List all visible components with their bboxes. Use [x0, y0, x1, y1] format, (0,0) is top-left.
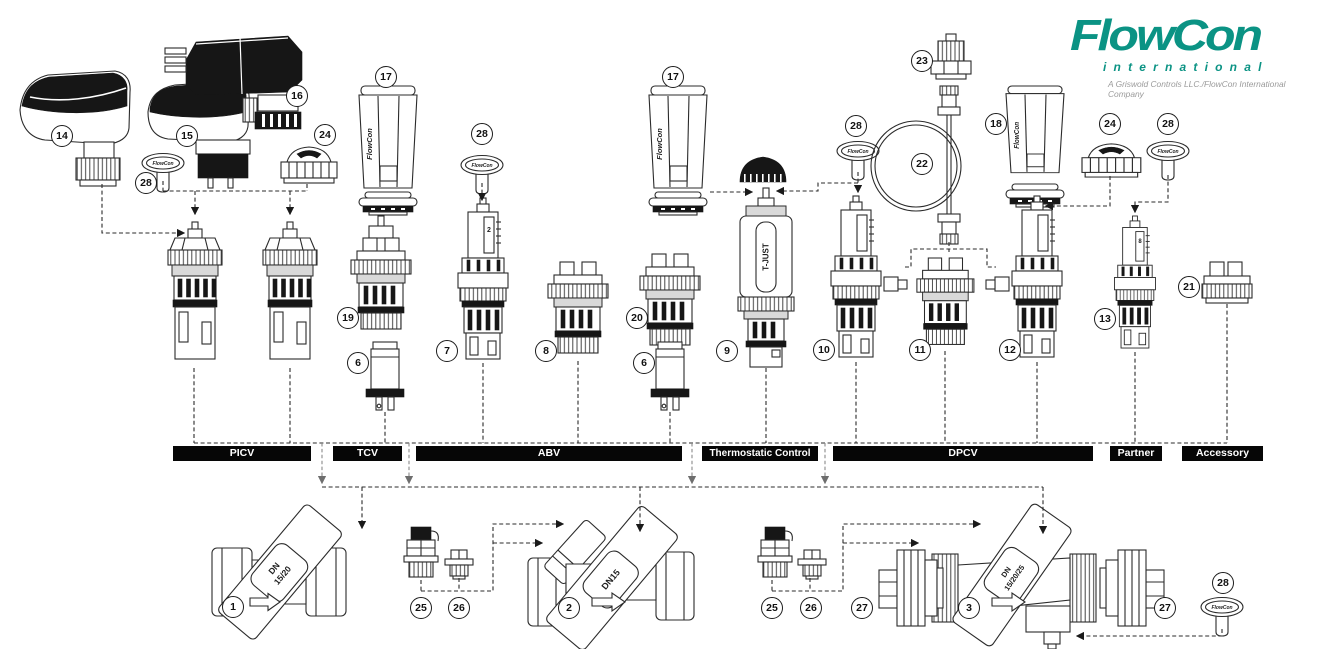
cartridge-7-setting: 2 — [487, 227, 491, 234]
callout-20: 20 — [626, 307, 648, 329]
callout-28b: 28 — [471, 123, 493, 145]
callout-27a: 27 — [851, 597, 873, 619]
flow-arrow-icon — [591, 591, 626, 613]
category-bar-partner: Partner — [1110, 446, 1162, 461]
callout-3: 3 — [958, 597, 980, 619]
category-bar-accessory: Accessory — [1182, 446, 1263, 461]
callout-17b: 17 — [662, 66, 684, 88]
callout-28c: 28 — [845, 115, 867, 137]
callout-21: 21 — [1178, 276, 1200, 298]
callout-10: 10 — [813, 339, 835, 361]
callout-19: 19 — [337, 307, 359, 329]
callout-8: 8 — [535, 340, 557, 362]
fitting-23-drawing — [930, 33, 972, 80]
category-bar-dpcv: DPCV — [833, 446, 1093, 461]
callout-1: 1 — [222, 596, 244, 618]
callout-27b: 27 — [1154, 597, 1176, 619]
callout-24a: 24 — [314, 124, 336, 146]
cartridge-10-port — [883, 276, 908, 292]
category-bar-thermostatic-control: Thermostatic Control — [702, 446, 818, 461]
actuator-16-drawing — [164, 35, 303, 130]
valve-1-drawing: DN 15/20 — [211, 504, 347, 640]
thermostatic-knob-drawing — [739, 156, 787, 183]
callout-18: 18 — [985, 113, 1007, 135]
callout-28e: 28 — [1212, 572, 1234, 594]
flow-arrow-icon — [991, 591, 1026, 613]
callout-26a: 26 — [448, 597, 470, 619]
callout-7: 7 — [436, 340, 458, 362]
callout-23: 23 — [911, 50, 933, 72]
callout-13: 13 — [1094, 308, 1116, 330]
callout-12: 12 — [999, 339, 1021, 361]
callout-28d: 28 — [1157, 113, 1179, 135]
callout-26b: 26 — [800, 597, 822, 619]
callout-15: 15 — [176, 125, 198, 147]
capillary-22-drawing — [870, 85, 962, 245]
callout-25b: 25 — [761, 597, 783, 619]
callout-17a: 17 — [375, 66, 397, 88]
callout-11: 11 — [909, 339, 931, 361]
cartridge-9-tjust-drawing: T-JUST — [737, 187, 795, 368]
flowcon-logo: FlowCon international A Griswold Control… — [1070, 12, 1310, 99]
cartridge-13-setting: 8 — [1138, 239, 1142, 245]
callout-24b: 24 — [1099, 113, 1121, 135]
callout-9: 9 — [716, 340, 738, 362]
callout-6a: 6 — [347, 352, 369, 374]
callout-2: 2 — [558, 597, 580, 619]
valve-2-drawing: DN15 — [527, 505, 695, 649]
flowcon-logo-tagline: A Griswold Controls LLC./FlowCon Interna… — [1108, 79, 1286, 99]
category-bar-picv: PICV — [173, 446, 311, 461]
callout-22: 22 — [911, 153, 933, 175]
flow-arrow-icon — [249, 592, 281, 612]
tjust-label: T-JUST — [762, 243, 771, 271]
callout-28a: 28 — [135, 172, 157, 194]
callout-14: 14 — [51, 125, 73, 147]
cartridge-19-drawing — [350, 215, 412, 330]
connector-lines — [101, 172, 1228, 641]
actuator-14-drawing — [19, 70, 131, 187]
plug-21-drawing — [1201, 261, 1253, 304]
category-bar-abv: ABV — [416, 446, 682, 461]
cartridge-12-port — [985, 276, 1010, 292]
callout-16: 16 — [286, 85, 308, 107]
callout-6b: 6 — [633, 352, 655, 374]
flowcon-logo-wordmark: FlowCon — [1070, 10, 1263, 60]
callout-25a: 25 — [410, 597, 432, 619]
category-bar-tcv: TCV — [333, 446, 402, 461]
flowcon-logo-subtitle: international — [1103, 60, 1269, 74]
